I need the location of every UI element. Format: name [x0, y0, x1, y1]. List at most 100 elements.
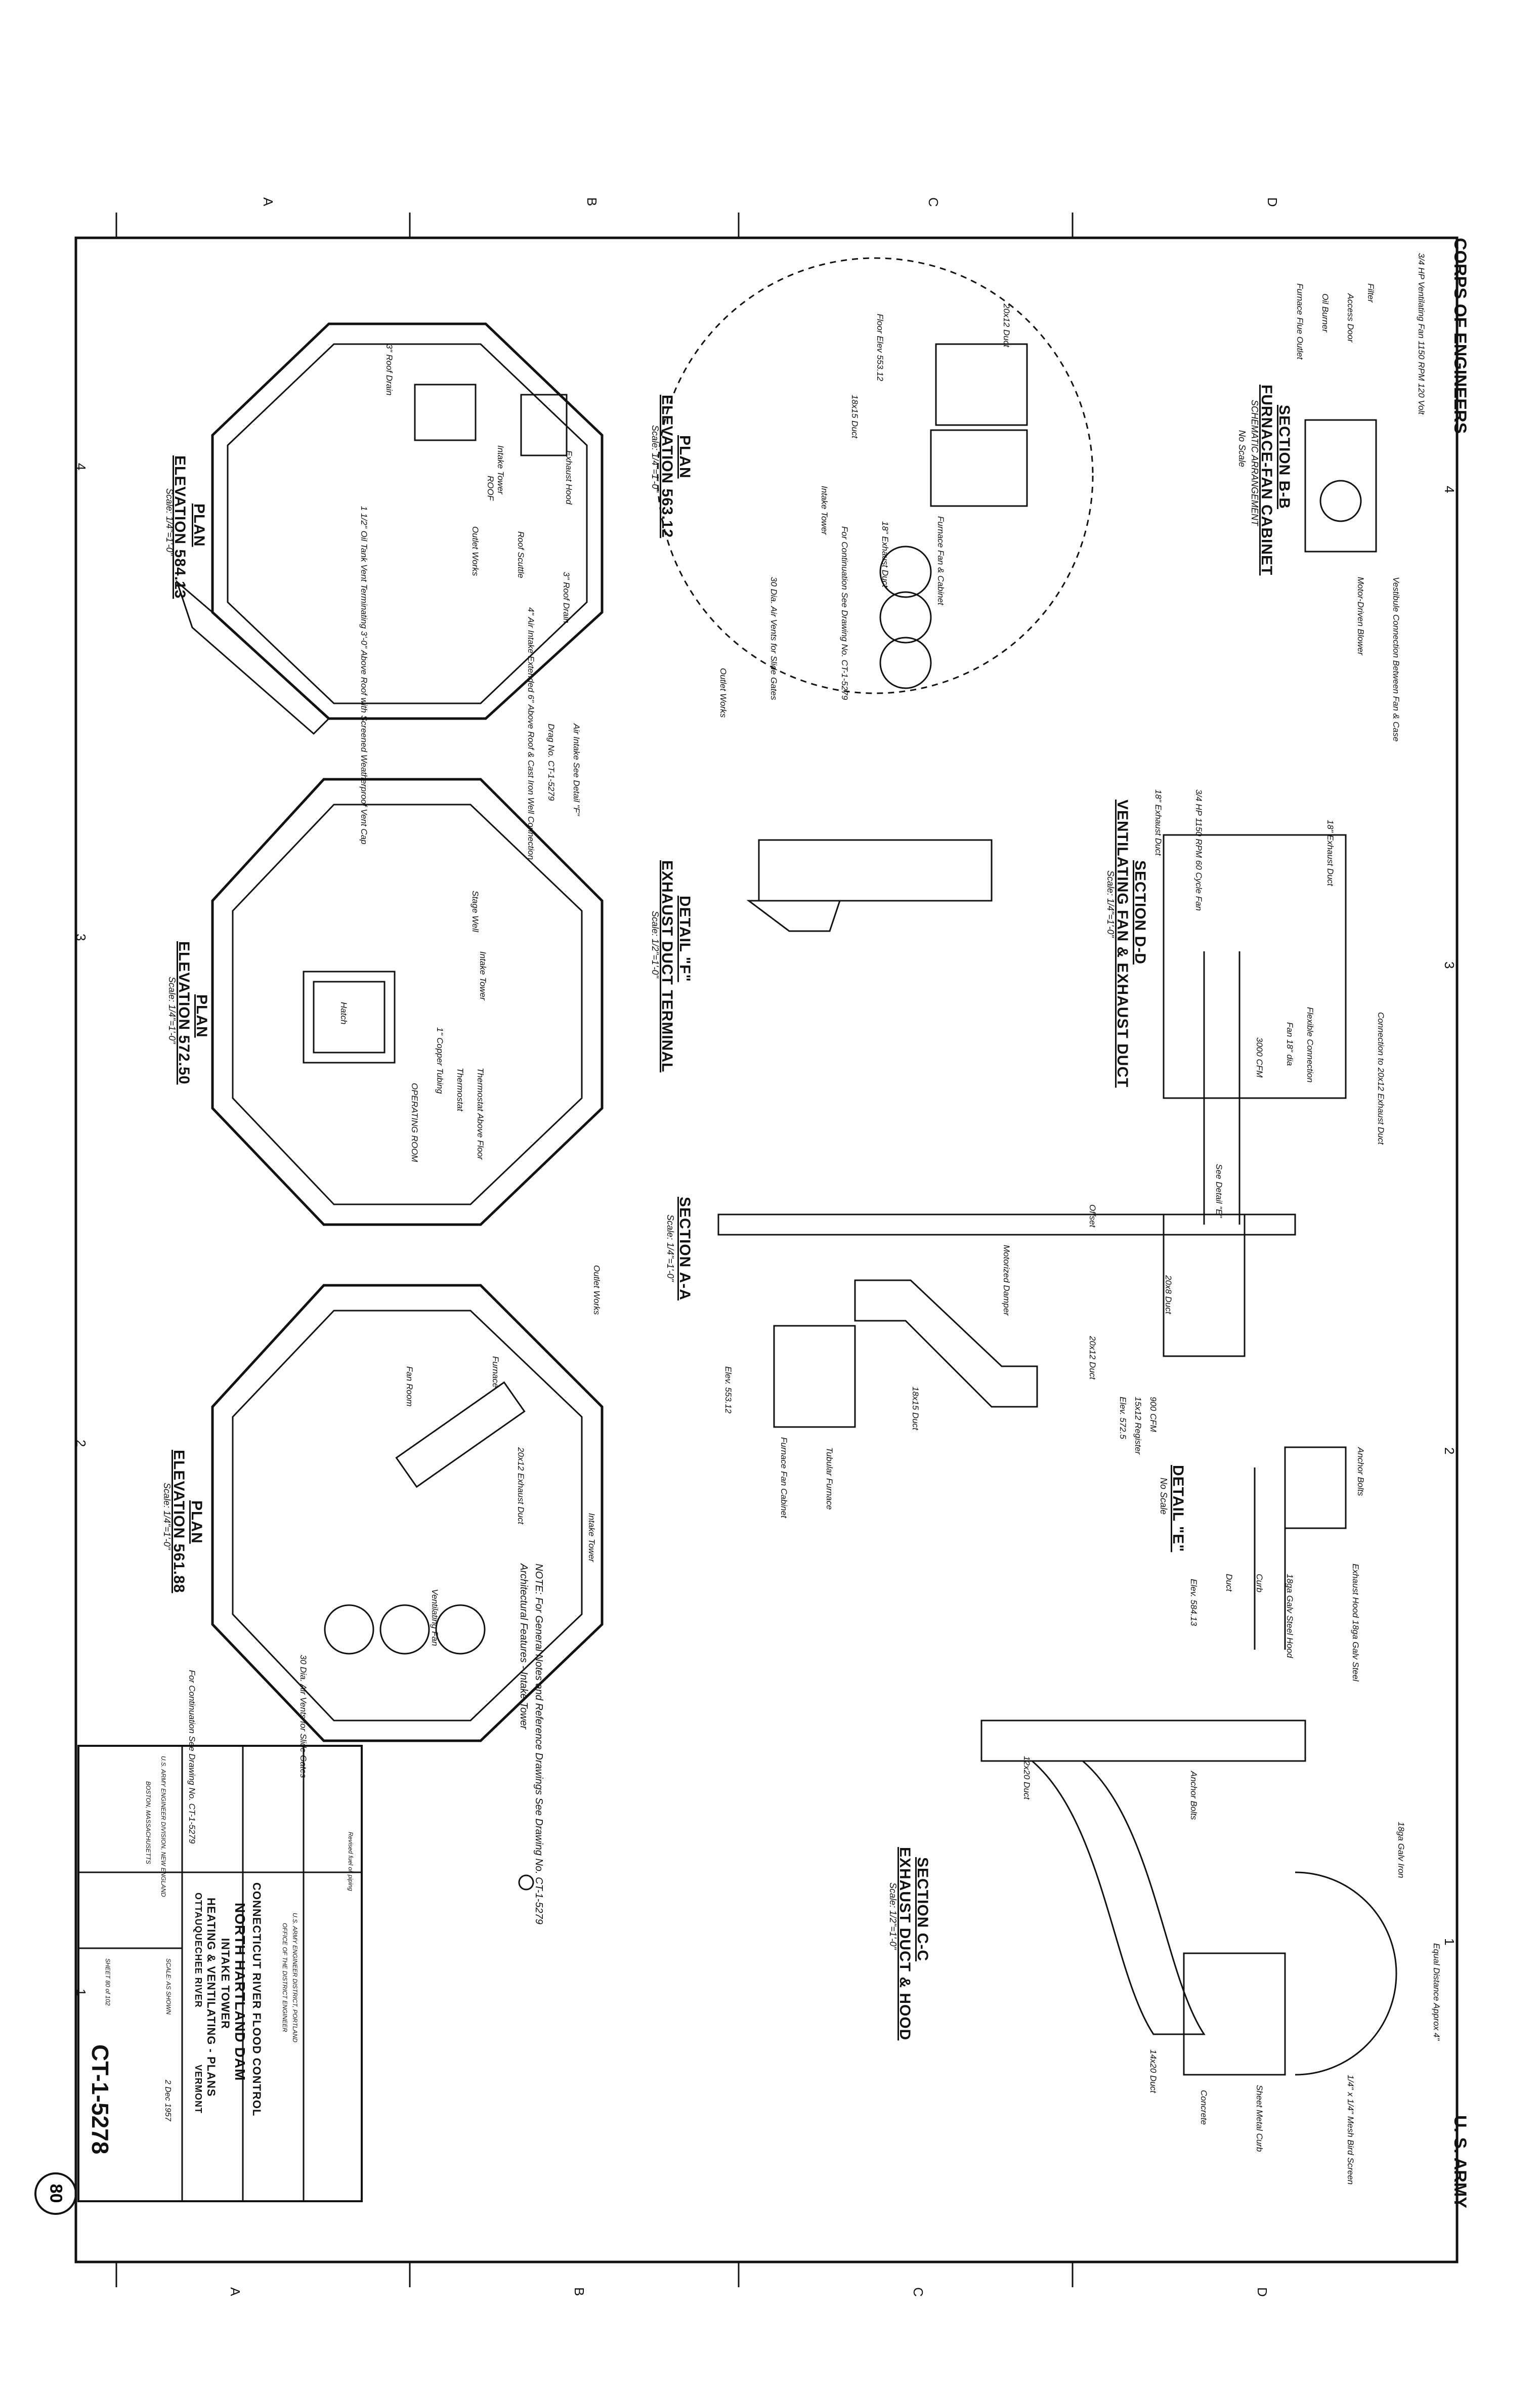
annotation: 12x20 Duct: [1022, 1756, 1032, 1799]
grid-col-label: 1: [1442, 1938, 1457, 1946]
plan-561-inner: [232, 1310, 583, 1722]
sheet-circle-number: 80: [46, 2184, 66, 2203]
annotation: Furnace Flue Outlet: [1295, 283, 1305, 360]
annotation: Anchor Bolts: [1356, 1447, 1365, 1496]
tb-project-2: NORTH HARTLAND DAM: [232, 1903, 248, 2081]
detail-f-hood: [746, 900, 841, 932]
detail-f-title: DETAIL "F": [676, 896, 693, 982]
grid-col-label: 3: [73, 934, 89, 941]
annotation: 18x15 Duct: [911, 1387, 920, 1430]
grid-row-label: B: [584, 197, 600, 206]
detail-e-title: DETAIL "E": [1170, 1465, 1186, 1553]
annotation: Drag No. CT-1-5279: [546, 724, 556, 801]
tb-project-5: OTTAUQUECHEE RIVER: [193, 1893, 203, 2008]
annotation: Vestibule Connection Between Fan & Case: [1391, 577, 1401, 742]
annotation: 20x8 Duct: [1164, 1275, 1173, 1314]
annotation: Elev. 553.12: [723, 1366, 733, 1414]
annotation: 20x12 Duct: [1002, 304, 1011, 347]
annotation: 30 Dia. Air Vents for Slide Gates: [298, 1655, 308, 1778]
annotation: OPERATING ROOM: [410, 1083, 419, 1162]
tb-date: 2 Dec 1957: [163, 2080, 172, 2121]
plan-56188-title: PLAN: [188, 1500, 205, 1544]
plan-57250-title: PLAN: [193, 994, 210, 1038]
plan-56188-subtitle: ELEVATION 561.88: [170, 1450, 187, 1593]
furnace-cabinet: [935, 343, 1028, 426]
annotation: 20x12 Exhaust Duct: [516, 1447, 526, 1525]
annotation: 3/4 HP 1150 RPM 60 Cycle Fan: [1194, 789, 1204, 911]
annotation: Access Door: [1346, 293, 1355, 343]
annotation: Offset: [1088, 1204, 1097, 1228]
annotation: Hatch: [339, 1002, 349, 1025]
annotation: Furnace Fan Cabinet: [779, 1437, 789, 1518]
section-cc-curb: [1183, 1952, 1286, 2076]
annotation: Furnace Fan & Cabinet: [936, 516, 946, 605]
section-cc-hood: [1295, 1871, 1397, 2076]
annotation: 18ga Galv Steel Hood: [1285, 1574, 1295, 1658]
tb-agency-1: U.S. ARMY ENGINEER DISTRICT, PORTLAND: [291, 1913, 298, 2043]
section-bb-blower: [1319, 480, 1362, 522]
air-vent: [379, 1604, 430, 1655]
tb-project-3: INTAKE TOWER: [219, 1938, 232, 2029]
fan-room-duct: [395, 1381, 526, 1488]
annotation: 15x12 Register: [1133, 1397, 1143, 1455]
header-left: CORPS OF ENGINEERS: [1450, 238, 1470, 434]
section-bb-note: SCHEMATIC ARRANGEMENT: [1250, 400, 1260, 526]
annotation: Equal Distance Approx 4": [1432, 1943, 1441, 2041]
annotation: Anchor Bolts: [1189, 1771, 1199, 1820]
section-bb-cabinet: [1304, 419, 1377, 553]
plan-57250-scale: Scale: 1/4"=1'-0": [167, 977, 177, 1044]
header-right: U. S. ARMY: [1450, 2115, 1470, 2208]
plan-572-octagon: [211, 778, 604, 1226]
annotation: Stage Well: [470, 891, 480, 932]
revision-marker: [518, 1874, 534, 1891]
annotation: Connection to 20x12 Exhaust Duct: [1376, 1012, 1386, 1145]
section-aa-upper: [1163, 1213, 1246, 1357]
architectural-note: Architectural Features - Intake Tower: [518, 1564, 529, 1730]
roof-exhaust-hood: [520, 394, 568, 456]
annotation: Roof Scuttle: [516, 531, 526, 578]
plan-56188-scale: Scale: 1/4"=1'-0": [162, 1483, 172, 1550]
annotation: Oil Burner: [1320, 293, 1330, 332]
section-cc-duct: [1030, 1760, 1206, 2035]
section-bb-scale: No Scale: [1237, 430, 1247, 468]
annotation: Fan Room: [405, 1366, 414, 1407]
tb-sheet: SHEET 80 of 102: [104, 1958, 111, 2006]
annotation: Intake Tower: [820, 486, 829, 535]
annotation: Intake Tower: [478, 951, 488, 1000]
section-dd-scale: Scale: 1/4"=1'-0": [1105, 870, 1116, 938]
plan-58413-scale: Scale: 1/4"=1'-0": [164, 488, 175, 556]
annotation: Curb: [1255, 1574, 1264, 1592]
grid-col-label: 4: [73, 463, 89, 471]
plan-572-inner: [232, 804, 583, 1205]
plan-57250-subtitle: ELEVATION 572.50: [176, 941, 192, 1085]
annotation: 1/4" x 1/4" Mesh Bird Screen: [1346, 2075, 1355, 2185]
sheet-circle-border: [34, 2172, 77, 2215]
tb-agency-2: OFFICE OF THE DISTRICT ENGINEER: [281, 1923, 288, 2032]
annotation: 30 Dia. Air Vents for Slide Gates: [769, 577, 779, 700]
section-cc-subtitle: EXHAUST DUCT & HOOD: [896, 1847, 913, 2041]
plan-roof-inner: [227, 343, 588, 704]
detail-e-hood: [1284, 1446, 1347, 1529]
annotation: Fan 18" dia: [1285, 1022, 1295, 1066]
section-aa-scale: Scale: 1/4"=1'-0": [665, 1214, 675, 1282]
grid-row-label: C: [911, 2287, 926, 2297]
section-cc-slab: [980, 1719, 1306, 1762]
plan-56312-subtitle: ELEVATION 563.12: [659, 395, 675, 538]
grid-row-label: B: [572, 2287, 587, 2296]
annotation: 3" Roof Drain: [562, 572, 571, 623]
annotation: 3" Roof Drain: [384, 344, 394, 396]
annotation: Motor-Driven Blower: [1356, 577, 1365, 655]
annotation: 1" Copper Tubing: [435, 1027, 445, 1094]
annotation: Ventilating Fan: [430, 1589, 440, 1646]
annotation: Thermostat: [455, 1068, 465, 1111]
grid-row-label: A: [228, 2287, 243, 2296]
annotation: Thermostat Above Floor: [476, 1068, 485, 1160]
section-aa-floor: [717, 1213, 1296, 1236]
roof-outlet-wing: [175, 579, 330, 735]
annotation: 18ga Galv Iron: [1396, 1822, 1406, 1878]
annotation: 900 CFM: [1148, 1397, 1158, 1432]
general-note: NOTE: For General Notes and Reference Dr…: [533, 1564, 544, 1924]
section-bb-title: SECTION B-B: [1276, 405, 1293, 509]
annotation: See Detail "E": [1214, 1164, 1224, 1218]
